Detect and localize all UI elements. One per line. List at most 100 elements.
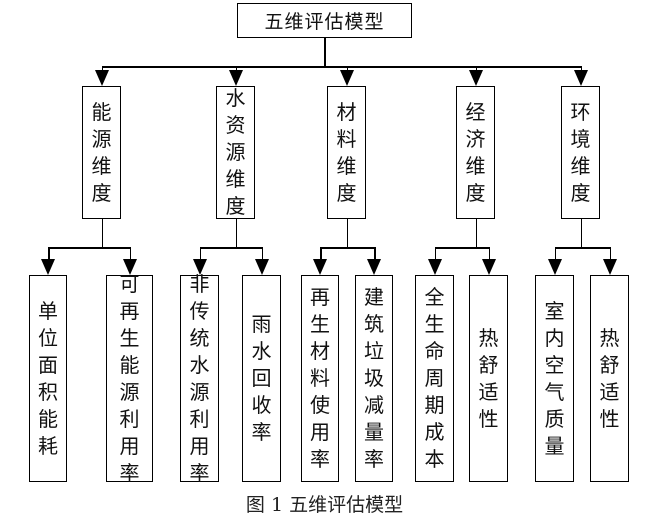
arrow-down-icon [468,70,483,86]
root-label: 五维评估模型 [264,11,385,33]
indicator-label: 室内空气质量 [545,298,565,460]
arrow-down-icon [254,259,269,275]
dimension-label: 经济维度 [466,99,486,207]
dimension-stem-line [475,219,477,247]
dimension-label: 水资源维度 [226,85,246,220]
label-char: 期 [424,393,445,417]
child-drop-line [374,247,376,259]
label-char: 非 [189,271,210,296]
indicator-label: 全生命周期成本 [425,284,445,473]
label-char: 利 [119,406,140,431]
label-char: 耗 [38,433,58,458]
indicator-node: 可再生能源利用率 [106,272,153,485]
label-char: 能 [119,352,140,377]
label-char: 生 [310,312,330,336]
dimension-drop-line [346,66,348,72]
dimension-label: 能源维度 [92,99,112,207]
label-char: 源 [119,379,140,404]
child-drop-line [609,247,611,259]
label-char: 命 [424,339,445,363]
label-char: 料 [336,126,357,151]
label-char: 源 [91,126,112,151]
arrow-down-icon [481,259,496,275]
dimension-drop-line [475,66,477,72]
branch-line [554,247,610,249]
label-char: 筑 [364,312,384,336]
indicator-label: 热舒适性 [479,325,499,433]
label-char: 度 [225,194,246,218]
root-connector [324,38,326,66]
label-char: 可 [119,271,140,296]
label-char: 资 [225,113,246,137]
label-char: 热 [478,325,499,350]
indicator-node: 单位面积能耗 [29,275,67,482]
label-char: 环 [570,99,591,124]
branch-line [320,247,374,249]
label-char: 内 [544,325,565,350]
indicator-label: 非传统水源利用率 [190,271,210,487]
indicator-label: 再生材料使用率 [310,284,330,473]
child-drop-line [554,247,556,259]
label-char: 性 [599,406,620,431]
label-char: 位 [38,325,58,350]
label-char: 率 [189,460,210,485]
dimension-stem-line [235,219,237,247]
branch-line [199,247,262,249]
label-char: 能 [38,406,58,431]
label-char: 用 [189,433,210,458]
child-drop-line [434,247,436,259]
label-char: 水 [251,339,272,363]
label-char: 量 [364,420,384,444]
label-char: 维 [336,153,357,178]
label-char: 济 [465,126,486,151]
label-char: 本 [424,447,445,471]
label-char: 面 [38,352,58,377]
label-char: 经 [465,99,486,124]
label-char: 统 [189,325,210,350]
arrow-down-icon [339,70,354,86]
dimension-drop-line [580,66,582,72]
root-node: 五维评估模型 [237,3,412,38]
label-char: 率 [310,447,330,471]
label-char: 使 [310,393,330,417]
label-char: 境 [570,126,591,151]
label-char: 维 [225,167,246,191]
dimension-label: 环境维度 [571,99,591,207]
arrow-down-icon [602,259,617,275]
label-char: 量 [544,433,565,458]
label-char: 维 [465,153,486,178]
label-char: 空 [544,352,565,377]
label-char: 度 [336,180,357,205]
indicator-label: 单位面积能耗 [38,298,58,460]
label-char: 再 [119,298,140,323]
label-char: 源 [225,140,246,164]
label-char: 质 [544,406,565,431]
arrow-down-icon [228,70,243,86]
dimension-node: 水资源维度 [216,86,255,219]
indicator-node: 再生材料使用率 [301,275,339,482]
indicator-label: 建筑垃圾减量率 [364,284,384,473]
arrow-down-icon [192,259,207,275]
indicator-node: 雨水回收率 [242,275,281,482]
label-char: 全 [424,285,445,309]
label-char: 材 [336,99,357,124]
arrow-down-icon [573,70,588,86]
label-char: 成 [424,420,445,444]
indicator-node: 非传统水源利用率 [180,272,219,485]
label-char: 雨 [251,312,272,336]
label-char: 收 [251,393,272,417]
label-char: 度 [465,180,486,205]
label-char: 适 [599,379,620,404]
label-char: 材 [310,339,330,363]
dimension-node: 环境维度 [561,86,600,219]
arrow-down-icon [122,259,137,275]
label-char: 热 [599,325,620,350]
dimension-node: 材料维度 [327,86,366,219]
child-drop-line [199,247,201,259]
label-char: 圾 [364,366,384,390]
arrow-down-icon [547,259,562,275]
label-char: 度 [91,180,112,205]
child-drop-line [320,247,322,259]
label-char: 减 [364,393,384,417]
dimension-stem-line [101,219,103,247]
